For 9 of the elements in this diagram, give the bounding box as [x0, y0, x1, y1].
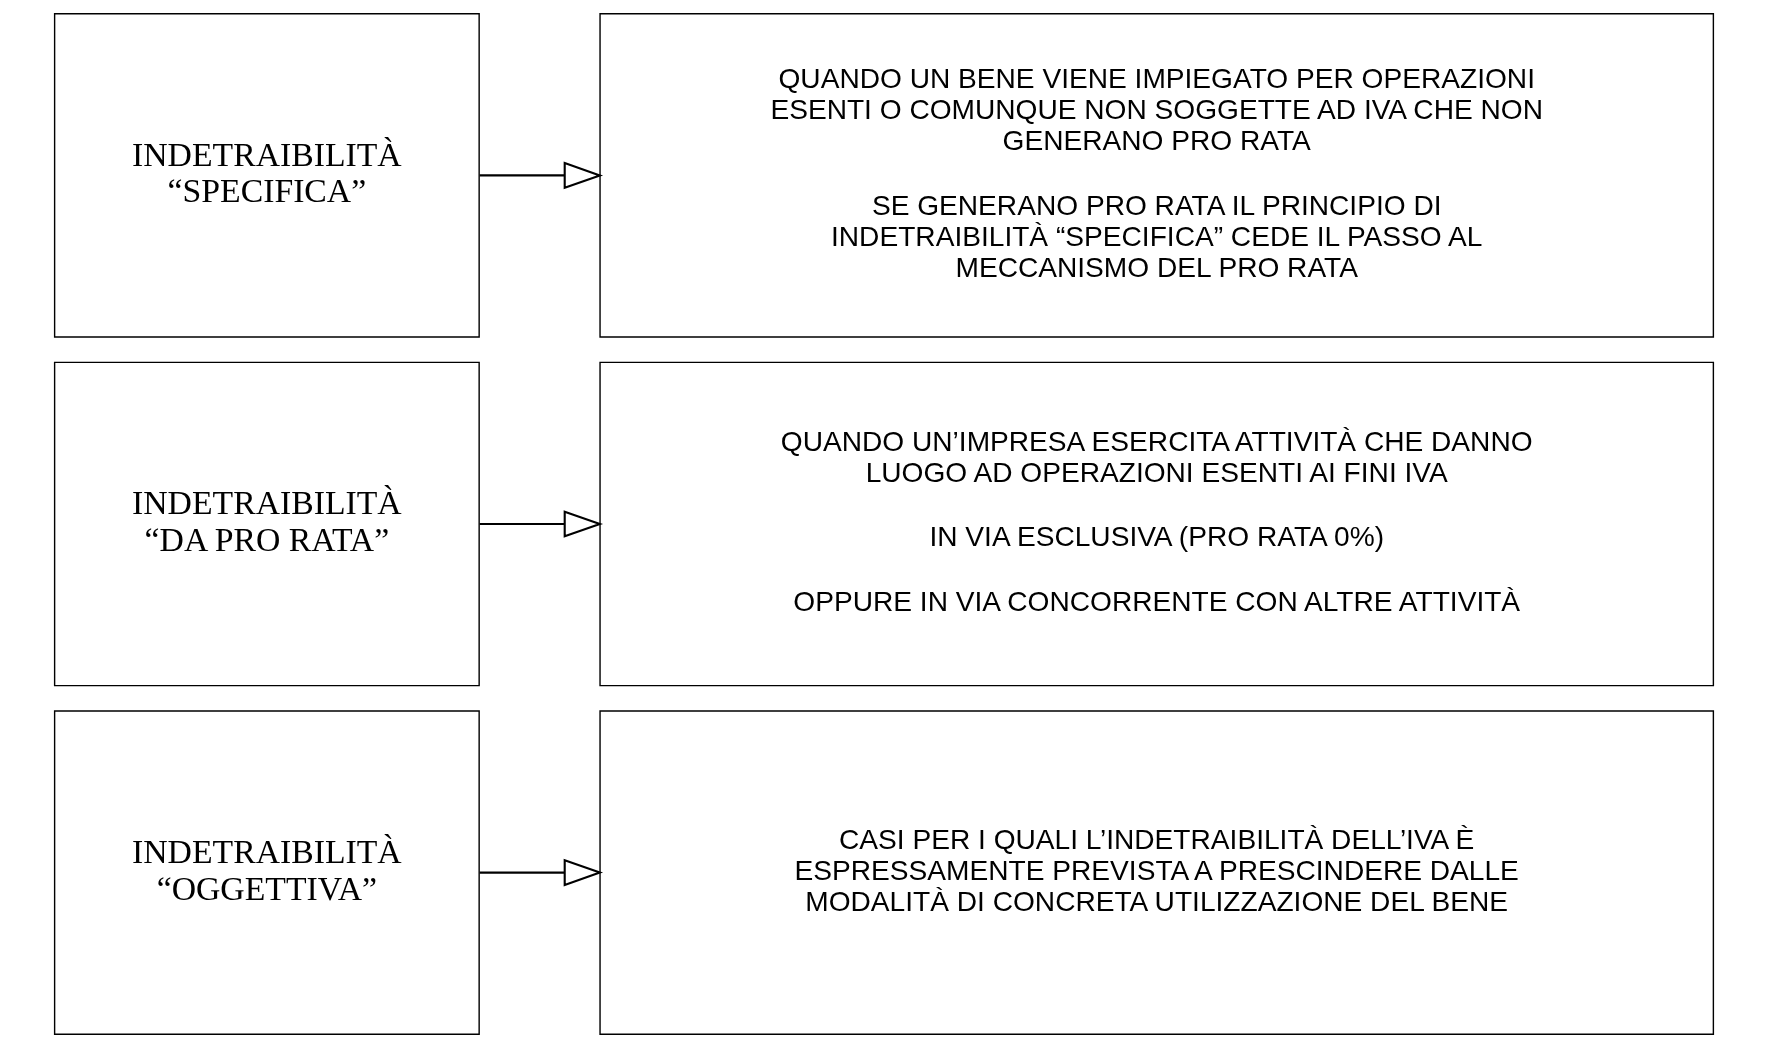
arrow — [479, 161, 603, 190]
node-box: CASI PER I QUALI L’INDETRAIBILITÀ DELL’IVA È ESPRESSAMENTE PREVISTA A PRESCINDERE DALLE MODALITÀ DI CONCRETA UTILIZZAZIONE DEL BENE — [598, 710, 1714, 1035]
node-box: INDETRAIBILITÀ “SPECIFICA” — [53, 13, 480, 338]
node-box: INDETRAIBILITÀ “DA PRO RATA” — [53, 361, 480, 687]
node-box: QUANDO UN BENE VIENE IMPIEGATO PER OPERAZIONI ESENTI O COMUNQUE NON SOGGETTE AD IVA CHE NON GENERANO PRO RATA SE GENERANO PRO RATA IL PRINCIPIO DI INDETRAIBILITÀ “SPECIFICA” CEDE IL PASSO AL MECCANISMO DEL PRO RATA — [598, 13, 1714, 338]
arrow — [479, 510, 603, 538]
node-box: INDETRAIBILITÀ “OGGETTIVA” — [53, 710, 480, 1035]
arrow — [479, 858, 603, 887]
node-box: QUANDO UN’IMPRESA ESERCITA ATTIVITÀ CHE DANNO LUOGO AD OPERAZIONI ESENTI AI FINI IVA IN VIA ESCLUSIVA (PRO RATA 0%) OPPURE IN VIA CONCORRENTE CON ALTRE ATTIVITÀ — [598, 361, 1714, 687]
